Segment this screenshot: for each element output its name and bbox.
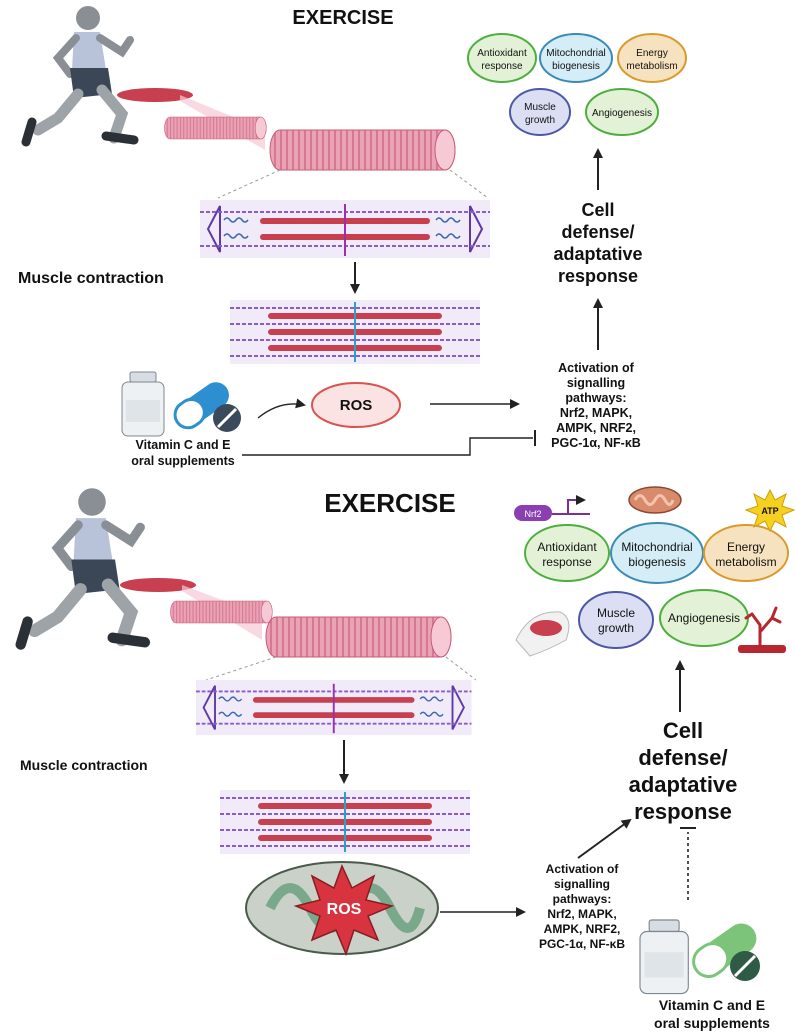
bottom-pill-capsule-icon [692,923,760,981]
bottom-outcome-mito-line-2: biogenesis [628,555,685,569]
top-outcome-energy-line-2: metabolism [626,61,677,72]
top-activation-text: Activation of signalling pathways: Nrf2,… [551,361,641,450]
bottom-ros-burst-icon [293,864,395,957]
top-response-line-3: adaptative [553,244,642,264]
bottom-outcome-mito-line-1: Mitochondrial [621,540,692,554]
top-activation-line-3: pathways: [565,391,626,405]
bottom-runner-figure [21,488,145,644]
top-outcome-antioxidant-line-1: Antioxidant [477,48,527,59]
bottom-blood-vessel-icon [738,606,786,653]
top-outcome-antioxidant: Antioxidant response [467,33,537,83]
bottom-exercise-title: EXERCISE [324,488,456,518]
top-activation-line-6: PGC-1α, NF-κB [551,436,641,450]
bottom-outcome-angio: Angiogenesis [659,589,749,647]
bottom-activation-line-4: Nrf2, MAPK, [547,907,616,921]
bottom-outcome-muscle-line-2: growth [598,621,634,635]
top-sarcomere-contracted [229,299,481,365]
top-outcome-angio-line-1: Angiogenesis [592,108,652,119]
bottom-outcome-energy-line-2: metabolism [715,555,776,569]
bottom-nrf2-gene-icon: Nrf2 [514,495,590,521]
top-outcome-angio: Angiogenesis [585,88,659,136]
bottom-muscle-contraction-label: Muscle contraction [20,757,148,773]
top-activation-line-5: AMPK, NRF2, [556,421,636,435]
top-response-text: Cell defense/ adaptative response [553,200,642,286]
bottom-nrf2-label: Nrf2 [524,509,541,519]
top-exercise-title: EXERCISE [292,7,393,29]
bottom-arrow-activation-to-response [577,818,632,859]
bottom-outcome-antioxidant-line-2: response [542,555,592,569]
top-response-line-4: response [558,266,638,286]
top-supplement-label-1: Vitamin C and E [136,438,231,452]
bottom-outcome-antioxidant: Antioxidant response [524,524,610,582]
top-outcome-mito-line-2: biogenesis [552,61,600,72]
top-outcome-muscle-line-2: growth [525,115,555,126]
bottom-activation-line-3: pathways: [553,892,612,906]
bottom-activation-line-6: PGC-1α, NF-κB [539,937,625,951]
bottom-response-line-2: defense/ [638,745,727,770]
top-muscle-illustration [117,88,489,199]
bottom-activation-text: Activation of signalling pathways: Nrf2,… [539,862,625,951]
top-response-line-2: defense/ [561,222,634,242]
top-runner-figure [26,6,134,142]
bottom-outcome-muscle-line-1: Muscle [597,606,635,620]
top-outcome-muscle: Muscle growth [509,88,571,136]
bottom-response-line-3: adaptative [629,772,738,797]
top-outcome-muscle-line-1: Muscle [524,102,556,113]
bottom-activation-line-2: signalling [554,877,610,891]
top-outcome-mito: Mitochondrial biogenesis [539,33,613,83]
bottom-response-line-1: Cell [663,718,703,743]
bottom-activation-line-1: Activation of [546,862,620,876]
top-inhibition-line [242,437,533,456]
bottom-response-text: Cell defense/ adaptative response [629,718,738,824]
top-outcome-energy: Energy metabolism [617,33,687,83]
bottom-outcome-mito: Mitochondrial biogenesis [610,522,704,584]
top-response-line-1: Cell [581,200,614,220]
top-pill-capsule-icon [173,382,241,432]
bottom-panel: EXERCISE Muscle contraction ROS Activati… [20,486,796,1031]
top-sarcomere-relaxed [199,199,491,259]
top-activation-line-1: Activation of [558,361,635,375]
top-ros-oval [311,382,401,428]
bottom-outcome-muscle: Muscle growth [578,591,654,649]
bottom-supplement-label-2: oral supplements [654,1015,770,1031]
bottom-supplement-label-1: Vitamin C and E [659,997,765,1013]
top-arrow-to-ros [257,398,306,419]
top-activation-line-4: Nrf2, MAPK, [560,406,632,420]
bottom-muscle-illustration [120,578,477,681]
top-outcome-energy-line-1: Energy [636,48,668,59]
bottom-response-line-4: response [634,799,732,824]
top-supplement-label-2: oral supplements [131,454,235,468]
bottom-mitochondria-small-icon [628,486,682,514]
bottom-arm-muscle-icon [515,611,570,657]
bottom-sarcomere-relaxed [195,679,473,737]
bottom-atp-label: ATP [761,506,778,516]
bottom-vitamin-bottle-icon [639,919,689,995]
top-ros-label: ROS [340,397,373,414]
top-panel: EXERCISE Muscle contraction Vitamin C an… [18,6,687,468]
top-muscle-contraction-label: Muscle contraction [18,270,164,287]
top-outcome-antioxidant-line-2: response [481,61,523,72]
bottom-ros-label: ROS [327,901,362,918]
top-vitamin-bottle-icon [121,371,165,437]
bottom-activation-line-5: AMPK, NRF2, [544,922,621,936]
bottom-outcome-energy-line-1: Energy [727,540,765,554]
top-activation-line-2: signalling [567,376,625,390]
top-outcome-mito-line-1: Mitochondrial [546,48,605,59]
bottom-outcome-antioxidant-line-1: Antioxidant [537,540,597,554]
bottom-outcome-angio-line-1: Angiogenesis [668,611,740,625]
bottom-outcome-energy: Energy metabolism [703,524,789,582]
bottom-atp-burst-icon: ATP [744,488,796,533]
bottom-sarcomere-contracted [219,789,471,855]
